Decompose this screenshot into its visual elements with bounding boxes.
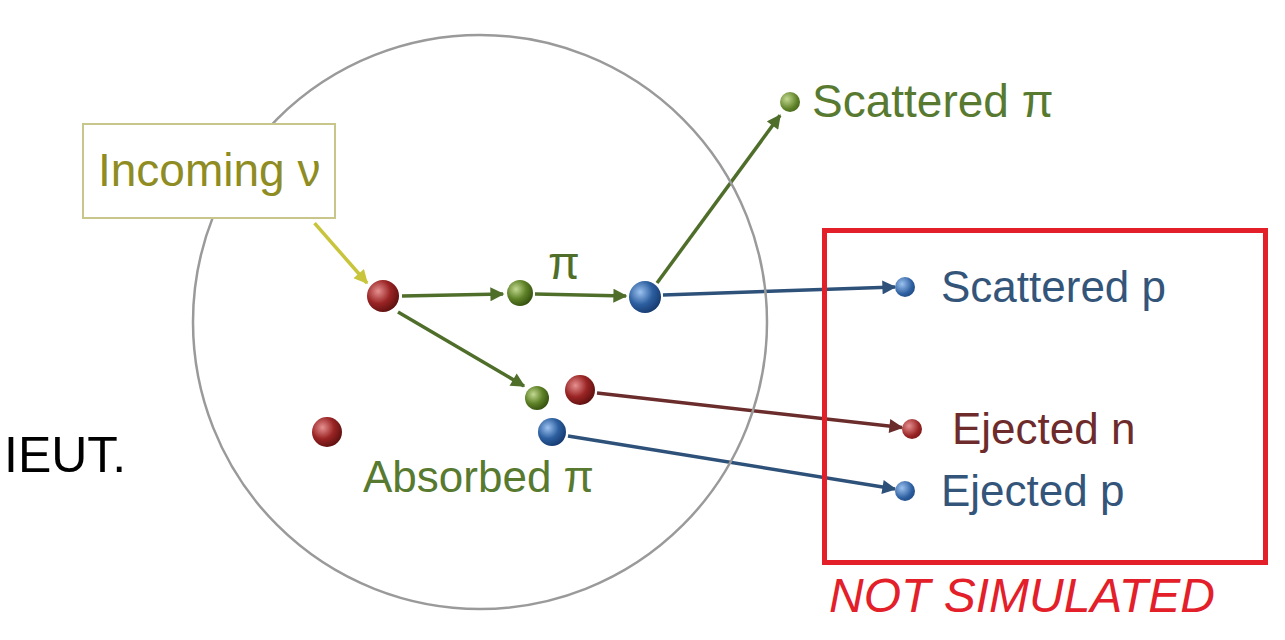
ejected-proton: Ejected p <box>895 466 1124 515</box>
node-text: Absorbed π <box>360 452 597 501</box>
particle-arrow <box>663 287 895 295</box>
pion-arrow <box>535 294 626 296</box>
particle-arrow <box>315 223 367 283</box>
particle-arrow <box>657 115 780 283</box>
cut-off-text: IEUT. <box>4 428 126 483</box>
particle-dot <box>780 92 800 112</box>
pion-arrow <box>398 312 524 386</box>
pion-arrow <box>402 294 503 296</box>
neutron-particle <box>312 417 342 447</box>
scattered-proton: Scattered p <box>895 262 1166 311</box>
proton-particle <box>629 281 661 313</box>
proton-particle <box>538 418 566 446</box>
neutron-particle <box>367 280 399 312</box>
node-text: Scattered p <box>941 262 1166 311</box>
nucleus-circle: Absorbed π <box>190 32 770 612</box>
pion-particle <box>507 280 533 306</box>
frame-heading: NOT SIMULATED <box>829 569 1215 623</box>
node-text: Incoming ν <box>98 145 320 197</box>
pion-particle <box>525 386 549 410</box>
particle-dot <box>902 419 922 439</box>
node-text: Scattered π <box>812 76 1053 128</box>
node-text: Ejected p <box>941 466 1124 515</box>
pion-label: π <box>548 238 580 289</box>
scattered-pion: Scattered π <box>780 76 1053 128</box>
node-text: Ejected n <box>952 404 1135 453</box>
not-simulated-frame: NOT SIMULATEDScattered pEjected nEjected… <box>822 228 1268 565</box>
particles <box>312 280 661 447</box>
ejected-neutron: Ejected n <box>902 404 1135 453</box>
nucleus-outline <box>190 32 770 612</box>
internal-arrows <box>398 294 626 386</box>
neutrino-box: Incoming ν <box>82 123 336 219</box>
particle-dot <box>895 277 915 297</box>
particle-dot <box>895 481 915 501</box>
nucleus-outline-ellipse <box>193 35 767 609</box>
neutron-particle <box>565 375 595 405</box>
